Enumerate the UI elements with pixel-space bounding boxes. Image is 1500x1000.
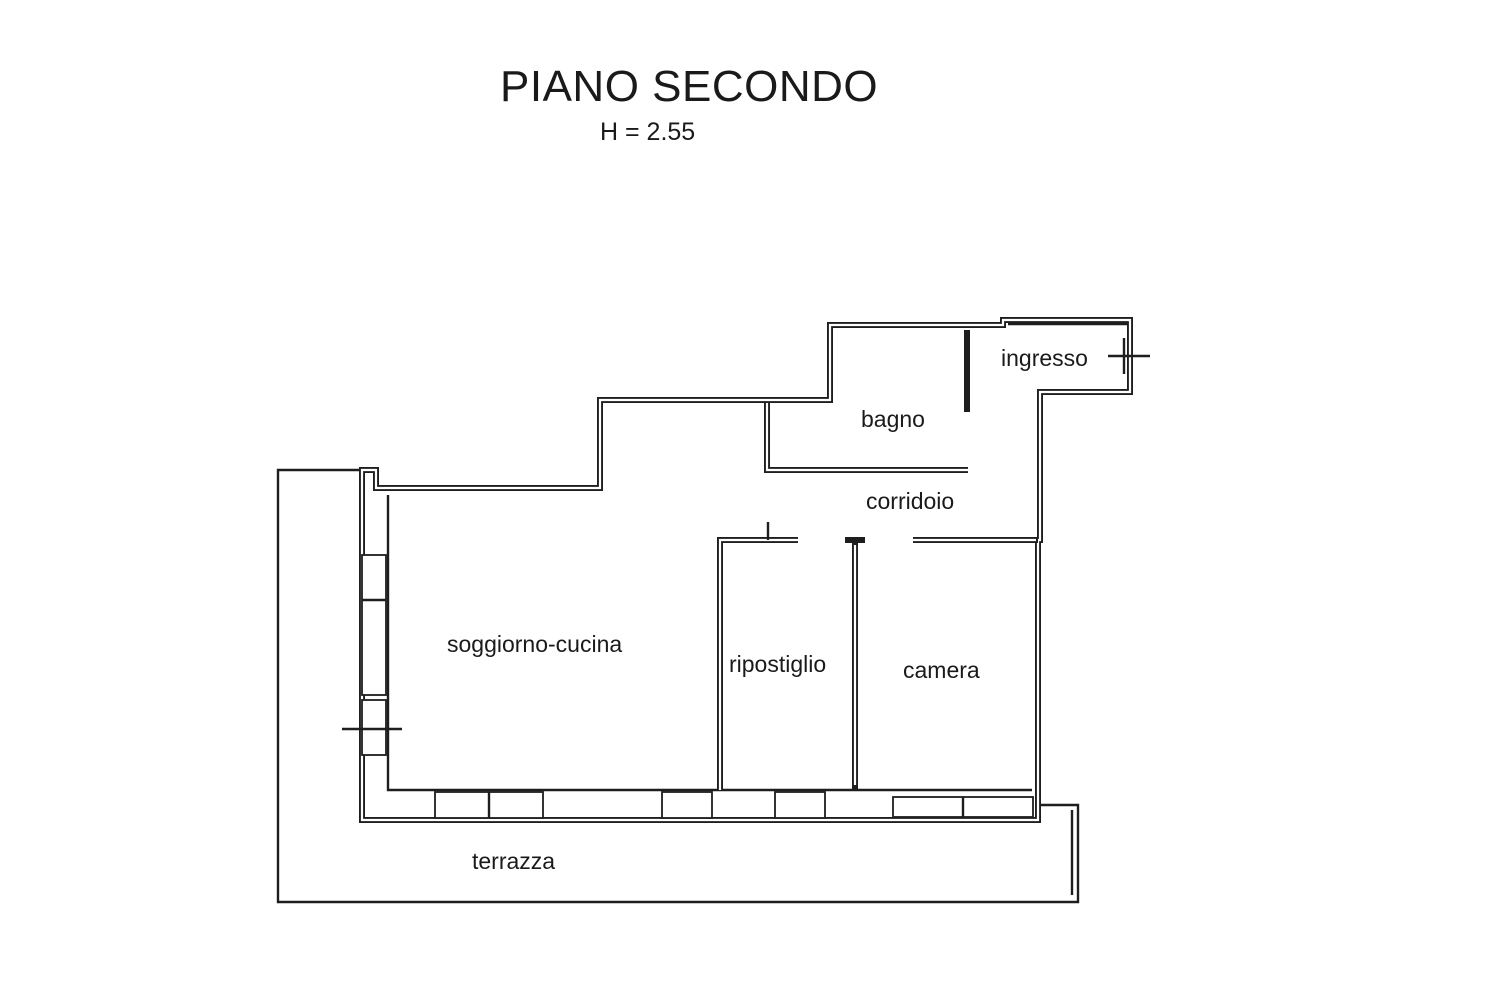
room-label-ripostiglio: ripostiglio — [729, 651, 826, 677]
living-inner-walls — [342, 495, 1032, 792]
room-label-terrazza: terrazza — [472, 848, 555, 874]
ceiling-height-label: H = 2.55 — [600, 118, 696, 146]
west-door — [361, 699, 387, 756]
exterior-walls — [359, 317, 1133, 823]
floor-plan-title: PIANO SECONDO — [500, 62, 879, 111]
room-label-bagno: bagno — [861, 406, 925, 432]
room-label-corridoio: corridoio — [866, 488, 954, 514]
room-label-camera: camera — [903, 657, 980, 683]
interior-walls — [717, 322, 1150, 790]
terrace-boundary — [276, 468, 1080, 904]
west-window — [361, 554, 387, 696]
room-label-ingresso: ingresso — [1001, 345, 1088, 371]
room-label-soggiorno-cucina: soggiorno-cucina — [447, 631, 622, 657]
south-windows — [434, 791, 1034, 819]
